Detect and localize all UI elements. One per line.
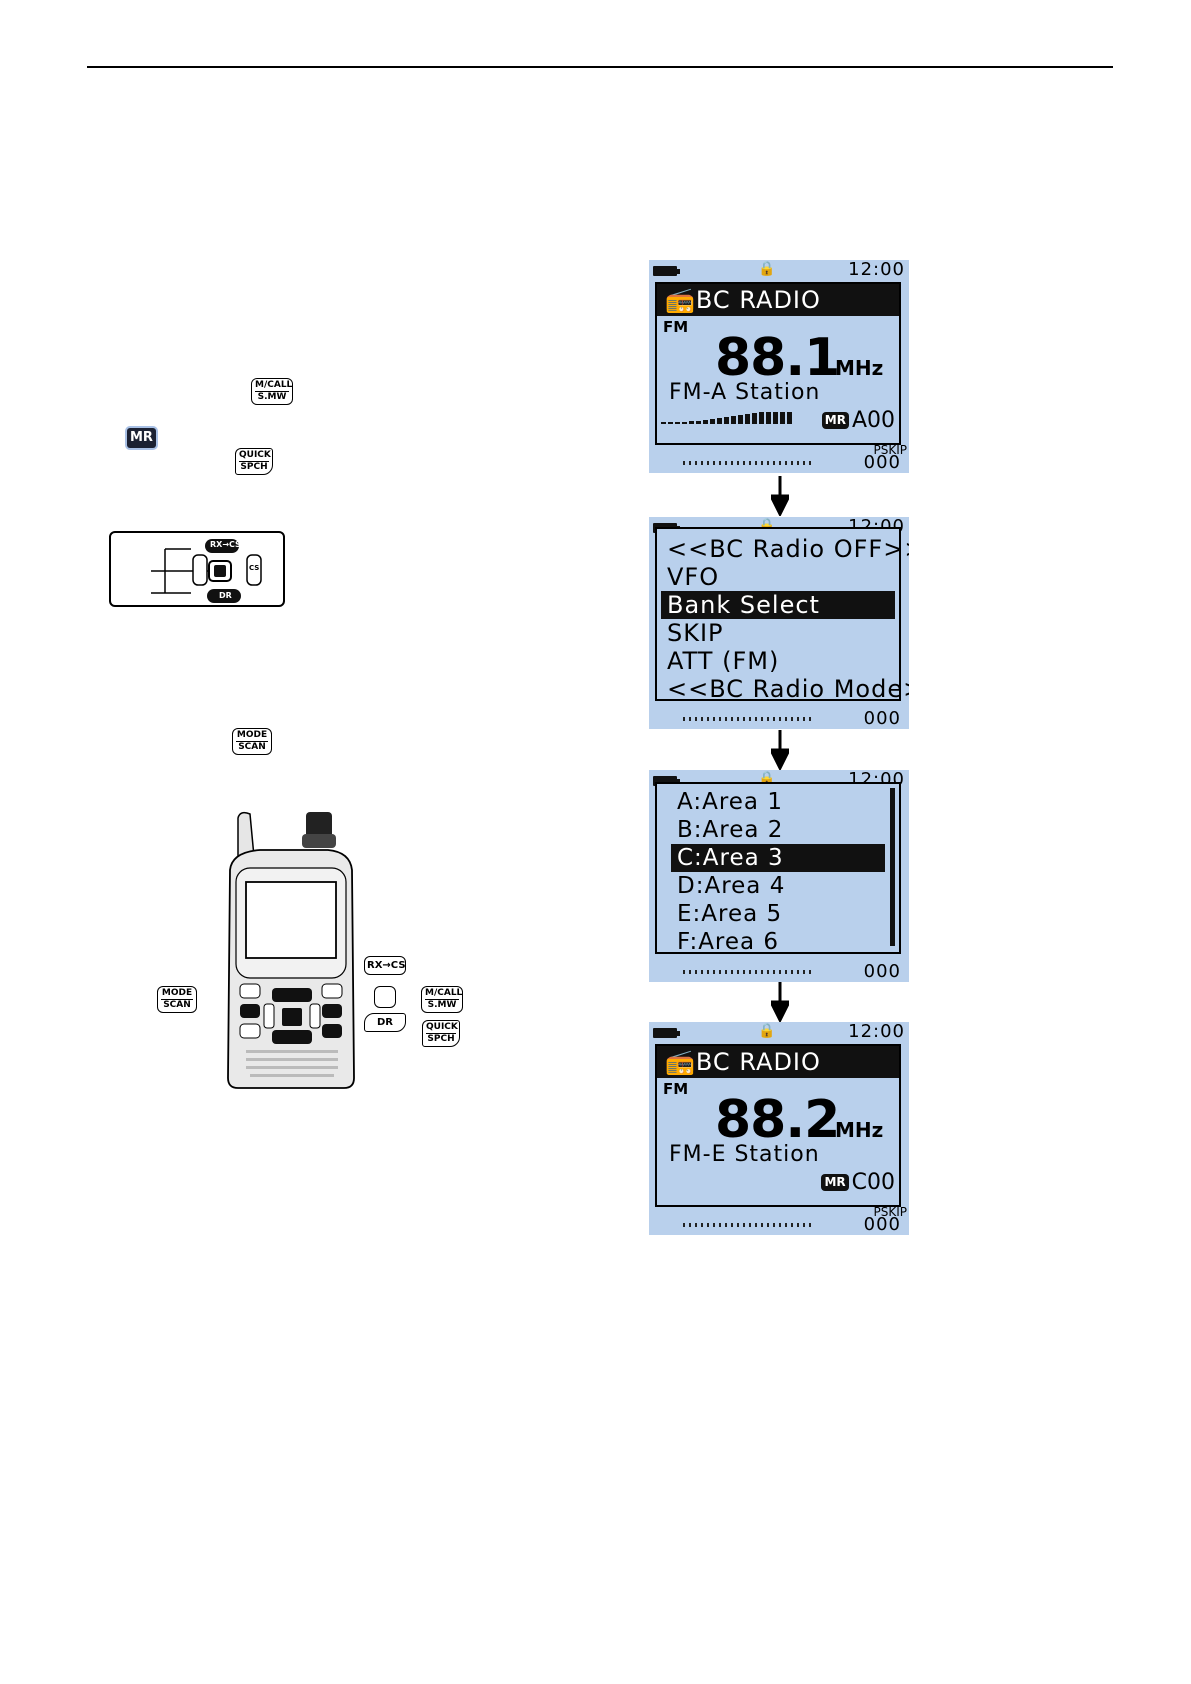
channel-count: 000	[863, 708, 901, 729]
pskip-label: PSKIP	[873, 443, 908, 457]
header-rule	[87, 66, 1113, 68]
scrollbar[interactable]	[890, 788, 895, 946]
rxcs-key-icon: RX→CS	[364, 956, 406, 975]
menu-item-selected[interactable]: Bank Select	[661, 591, 895, 619]
lock-icon: 🔒	[758, 261, 776, 277]
lock-icon: 🔒	[758, 1023, 776, 1039]
station-name: FM-A Station	[669, 380, 821, 405]
battery-icon	[653, 266, 680, 276]
menu-item[interactable]: ATT (FM)	[667, 647, 780, 675]
bottom-scale	[683, 1223, 813, 1227]
channel-count: 000	[863, 1214, 901, 1235]
area-item[interactable]: D:Area 4	[677, 873, 786, 899]
battery-icon	[653, 1028, 680, 1038]
down-arrow-1	[771, 476, 789, 516]
channel-count: 000	[863, 961, 901, 982]
cs-key-label: CS	[249, 564, 260, 572]
station-name: FM-E Station	[669, 1142, 820, 1167]
lcd-screen-1: 🔒 12:00 📻BC RADIO FM 88.1 MHz FM-A Statio…	[649, 260, 909, 473]
area-item-selected[interactable]: C:Area 3	[671, 844, 885, 872]
lcd-screen-4: 🔒 12:00 📻BC RADIO FM 88.2 MHz FM-E Statio…	[649, 1022, 909, 1235]
screen-title: 📻BC RADIO	[657, 1046, 899, 1078]
clock: 12:00	[848, 260, 905, 280]
rxcs-key-label: RX→CS	[210, 540, 241, 549]
frequency-unit: MHz	[835, 1118, 884, 1142]
area-item[interactable]: B:Area 2	[677, 817, 784, 843]
bottom-scale	[683, 717, 813, 721]
frequency: 88.2	[715, 1090, 840, 1150]
bottom-scale	[683, 970, 813, 974]
frequency: 88.1	[715, 328, 840, 388]
battery-icon	[653, 776, 680, 786]
screen-title: 📻BC RADIO	[657, 284, 899, 316]
down-arrow-2	[771, 730, 789, 770]
bottom-scale	[683, 461, 813, 465]
menu-item[interactable]: <<BC Radio OFF>>	[667, 535, 909, 563]
down-arrow-3	[771, 982, 789, 1022]
clock: 12:00	[848, 1022, 905, 1042]
area-item[interactable]: F:Area 6	[677, 929, 780, 955]
area-item[interactable]: A:Area 1	[677, 789, 783, 815]
lcd-screen-3: 🔒12:00 A:Area 1 B:Area 2 C:Area 3 D:Area…	[649, 770, 909, 982]
lcd-screen-2: 🔒12:00 <<BC Radio OFF>> VFO Bank Select …	[649, 517, 909, 729]
band-label: FM	[663, 1080, 689, 1098]
dr-key-icon: DR	[364, 1013, 406, 1032]
signal-meter	[661, 412, 801, 424]
menu-item[interactable]: <<BC Radio Mode>	[667, 675, 909, 703]
band-label: FM	[663, 318, 689, 336]
area-item[interactable]: E:Area 5	[677, 901, 783, 927]
pskip-label: PSKIP	[873, 1205, 908, 1219]
menu-item[interactable]: VFO	[667, 563, 720, 591]
center-key-icon	[374, 986, 396, 1008]
frequency-unit: MHz	[835, 356, 884, 380]
dr-key-label: DR	[219, 591, 232, 600]
mr-icon: MR	[127, 428, 156, 448]
key-panel-diagram: RX→CS DR CS	[109, 531, 285, 607]
channel-count: 000	[863, 452, 901, 473]
transceiver-illustration	[227, 811, 355, 1089]
menu-item[interactable]: SKIP	[667, 619, 724, 647]
